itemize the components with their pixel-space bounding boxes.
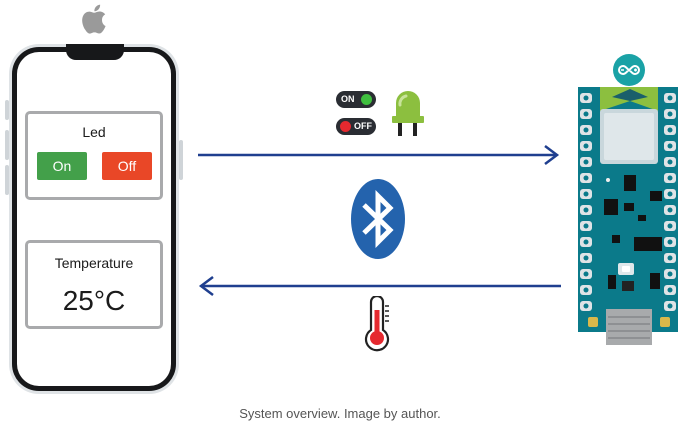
off-toggle-dot <box>340 121 351 132</box>
arduino-board <box>578 87 678 345</box>
figure-caption: System overview. Image by author. <box>239 406 441 421</box>
off-toggle-icon: OFF <box>336 118 376 135</box>
arrow-to-board <box>198 145 560 165</box>
phone-screen <box>17 52 171 386</box>
temperature-card-title: Temperature <box>54 255 134 271</box>
phone-side-button <box>5 130 9 160</box>
led-on-button[interactable]: On <box>37 152 87 180</box>
phone-notch <box>66 44 124 60</box>
apple-logo-icon <box>82 4 106 34</box>
led-card-title: Led <box>82 124 106 140</box>
phone-side-button <box>5 165 9 195</box>
temperature-card: Temperature 25°C <box>25 240 163 329</box>
phone-side-button <box>5 100 9 120</box>
arduino-logo-icon <box>613 54 645 86</box>
smartphone <box>9 44 179 394</box>
arrow-to-phone <box>198 276 561 296</box>
temperature-value: 25°C <box>62 285 126 316</box>
led-off-button[interactable]: Off <box>102 152 152 180</box>
bluetooth-icon <box>351 179 405 259</box>
led-icon <box>392 91 424 136</box>
on-toggle-dot <box>361 94 372 105</box>
led-card: Led On Off <box>25 111 163 200</box>
on-toggle-label: ON <box>341 94 355 104</box>
phone-side-button <box>179 140 183 180</box>
on-toggle-icon: ON <box>336 91 376 108</box>
thermometer-icon <box>364 296 390 352</box>
off-toggle-label: OFF <box>354 121 372 131</box>
